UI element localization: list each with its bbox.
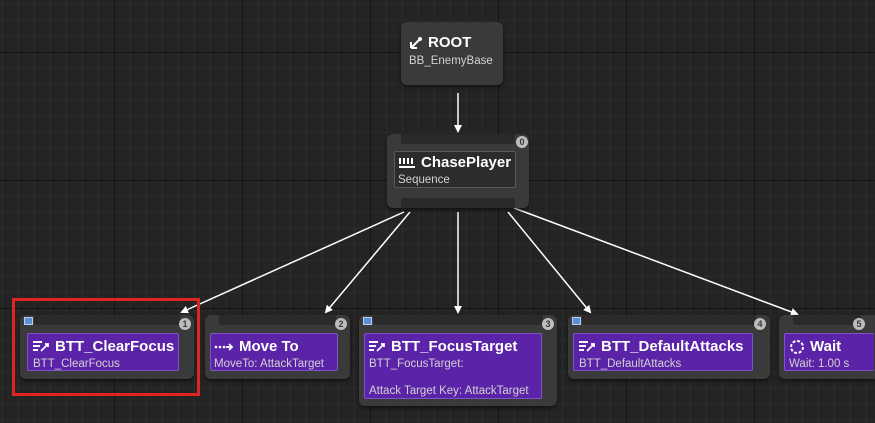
sequence-icon	[399, 158, 415, 168]
wire-sequence-to-task-5	[513, 207, 799, 316]
task-node-wait[interactable]: 5 Wait Wait: 1.00 s	[779, 315, 875, 379]
sequence-node-chaseplayer[interactable]: 0 ChasePlayer Sequence	[387, 134, 529, 208]
task-description: MoveTo: AttackTarget	[214, 358, 324, 370]
blueprint-flag-icon	[572, 317, 581, 325]
wire-sequence-to-task-1	[180, 211, 405, 314]
task-input-pin[interactable]	[373, 315, 543, 325]
task-body: BTT_ClearFocus BTT_ClearFocus	[27, 333, 179, 371]
wait-icon	[790, 340, 804, 354]
root-title-row: ROOT	[409, 33, 493, 53]
execution-index-badge: 1	[179, 318, 191, 330]
task-title: BTT_FocusTarget	[391, 338, 518, 355]
execution-index-badge: 5	[853, 318, 865, 330]
blueprint-flag-icon	[24, 317, 33, 325]
sequence-body: ChasePlayer Sequence	[394, 151, 516, 188]
task-description: BTT_FocusTarget:	[369, 358, 464, 370]
task-icon	[33, 341, 49, 352]
task-title-row: BTT_DefaultAttacks	[579, 337, 747, 357]
wire-sequence-to-task-4	[507, 211, 592, 314]
execution-index-badge: 2	[335, 318, 347, 330]
task-icon	[369, 341, 385, 352]
execution-index-badge: 0	[516, 136, 528, 148]
sequence-output-pin[interactable]	[401, 198, 515, 208]
root-title: ROOT	[428, 34, 472, 51]
task-title: BTT_ClearFocus	[55, 338, 175, 355]
task-title-row: BTT_FocusTarget	[369, 337, 537, 357]
task-body: Wait Wait: 1.00 s	[784, 333, 874, 371]
wire-sequence-to-task-2	[324, 211, 411, 314]
sequence-title-row: ChasePlayer	[398, 153, 512, 173]
execution-index-badge: 4	[754, 318, 766, 330]
root-subtitle: BB_EnemyBase	[409, 55, 493, 67]
task-description: Wait: 1.00 s	[789, 358, 850, 370]
task-input-pin[interactable]	[34, 315, 180, 325]
task-input-pin[interactable]	[582, 315, 756, 325]
sequence-title: ChasePlayer	[421, 154, 512, 171]
task-node-btt-focustarget[interactable]: 3 BTT_FocusTarget BTT_FocusTarget: Attac…	[359, 315, 557, 406]
task-input-pin[interactable]	[219, 315, 336, 325]
task-title: Move To	[239, 338, 299, 355]
task-title-row: Move To	[214, 337, 334, 357]
blueprint-flag-icon	[363, 317, 372, 325]
task-body: Move To MoveTo: AttackTarget	[210, 333, 338, 371]
root-branch-icon	[410, 37, 422, 49]
task-title: Wait	[810, 338, 842, 355]
task-input-pin[interactable]	[793, 315, 861, 325]
task-node-move-to[interactable]: 2 Move To MoveTo: AttackTarget	[205, 315, 350, 379]
move-to-icon	[214, 343, 234, 351]
selection-highlight	[12, 298, 200, 396]
task-icon	[579, 341, 595, 352]
task-title-row: Wait	[789, 337, 870, 357]
task-title: BTT_DefaultAttacks	[601, 338, 744, 355]
task-node-btt-clearfocus[interactable]: 1 BTT_ClearFocus BTT_ClearFocus	[20, 315, 194, 379]
task-description: BTT_DefaultAttacks	[579, 358, 682, 370]
task-node-btt-defaultattacks[interactable]: 4 BTT_DefaultAttacks BTT_DefaultAttacks	[568, 315, 770, 379]
root-node[interactable]: ROOT BB_EnemyBase	[401, 22, 503, 85]
task-body: BTT_FocusTarget BTT_FocusTarget: Attack …	[364, 333, 542, 399]
task-description-key: Attack Target Key: AttackTarget	[369, 385, 529, 397]
task-description: BTT_ClearFocus	[33, 358, 120, 370]
task-title-row: BTT_ClearFocus	[33, 337, 175, 357]
sequence-input-pin[interactable]	[401, 134, 515, 144]
execution-index-badge: 3	[542, 318, 554, 330]
sequence-subtitle: Sequence	[398, 174, 450, 186]
task-body: BTT_DefaultAttacks BTT_DefaultAttacks	[573, 333, 753, 371]
